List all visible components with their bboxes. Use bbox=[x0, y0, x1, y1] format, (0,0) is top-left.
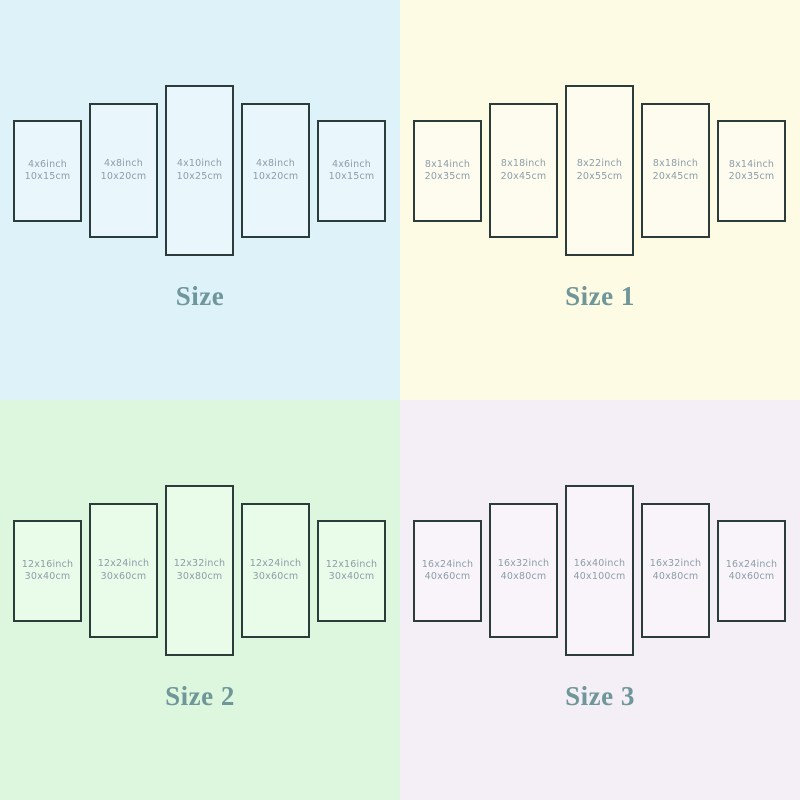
panel-size-inch: 16x24inch bbox=[725, 558, 778, 570]
panel-size-cm: 30x80cm bbox=[176, 570, 223, 582]
panel-size-inch: 16x32inch bbox=[649, 558, 702, 569]
panel-size-inch: 8x14inch bbox=[424, 158, 471, 170]
panel-size-cm: 20x35cm bbox=[728, 171, 775, 182]
panel-size-inch: 16x24inch bbox=[421, 558, 474, 570]
panel-size-cm: 30x40cm bbox=[24, 571, 71, 582]
panel-size-cm: 30x40cm bbox=[328, 571, 375, 582]
panel-size-inch: 8x14inch bbox=[728, 158, 775, 170]
panel-size-inch: 8x18inch bbox=[652, 158, 699, 169]
panel-size-inch: 12x32inch bbox=[173, 558, 226, 569]
panel-size-inch: 12x16inch bbox=[325, 558, 378, 570]
panel-size-cm: 10x15cm bbox=[24, 171, 71, 182]
quadrant-title: Size 1 bbox=[565, 281, 635, 311]
panel-size-inch: 16x40inch bbox=[573, 558, 626, 569]
panel-size-inch: 4x10inch bbox=[176, 158, 223, 169]
panel-size-inch: 8x18inch bbox=[500, 158, 547, 169]
panel-size-cm: 20x45cm bbox=[500, 170, 547, 182]
panel-size-inch: 12x16inch bbox=[21, 558, 74, 570]
panel-size-inch: 4x6inch bbox=[331, 158, 371, 170]
quadrant-title: Size 3 bbox=[565, 681, 635, 711]
panel-size-inch: 12x24inch bbox=[97, 558, 150, 569]
panel-size-cm: 40x80cm bbox=[652, 570, 699, 582]
panel-size-cm: 30x60cm bbox=[252, 570, 299, 582]
panel-size-cm: 10x15cm bbox=[328, 171, 375, 182]
quadrant-title: Size 2 bbox=[165, 681, 235, 711]
panel-size-inch: 16x32inch bbox=[497, 558, 550, 569]
panel-size-cm: 10x20cm bbox=[252, 170, 299, 182]
panel-size-inch: 8x22inch bbox=[576, 158, 623, 169]
panel-size-cm: 30x60cm bbox=[100, 570, 147, 582]
panel-size-inch: 12x24inch bbox=[249, 558, 302, 569]
panel-size-inch: 4x6inch bbox=[27, 158, 67, 170]
panel-size-cm: 40x80cm bbox=[500, 570, 547, 582]
panel-size-cm: 40x60cm bbox=[424, 571, 471, 582]
panel-size-inch: 4x8inch bbox=[255, 158, 295, 169]
panel-size-inch: 4x8inch bbox=[103, 158, 143, 169]
panel-size-cm: 40x100cm bbox=[573, 570, 626, 582]
panel-size-cm: 20x55cm bbox=[576, 170, 623, 182]
panel-size-cm: 10x25cm bbox=[176, 170, 223, 182]
quadrant-title: Size bbox=[175, 281, 225, 311]
panel-size-cm: 40x60cm bbox=[728, 571, 775, 582]
panel-size-cm: 20x35cm bbox=[424, 171, 471, 182]
panel-size-cm: 20x45cm bbox=[652, 170, 699, 182]
panel-size-cm: 10x20cm bbox=[100, 170, 147, 182]
